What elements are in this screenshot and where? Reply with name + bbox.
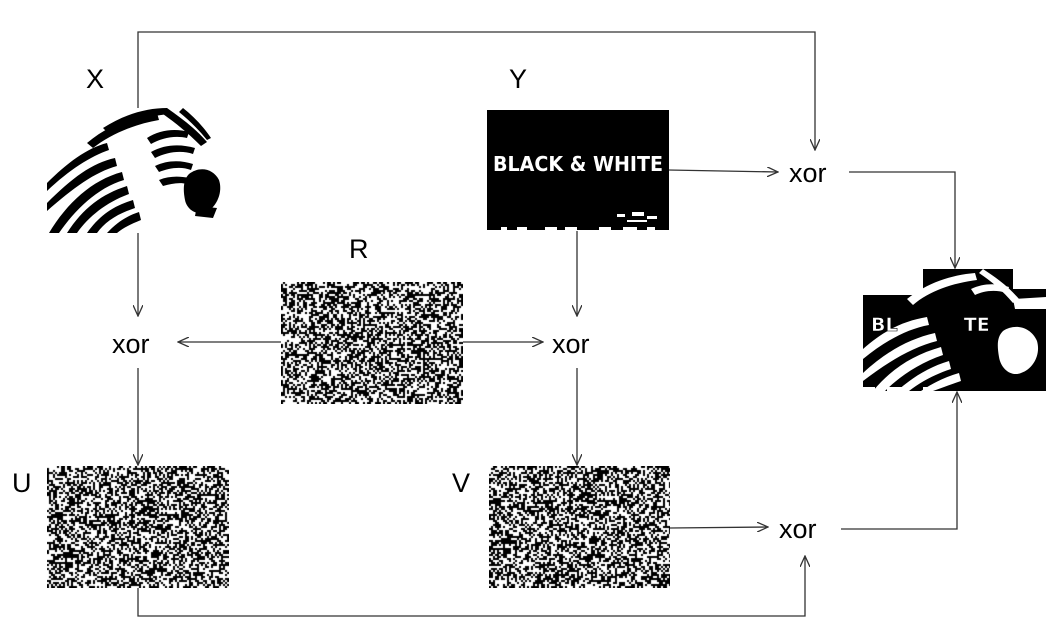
arrow-y-to-top-xor [667,170,778,172]
image-v-share [489,466,670,588]
image-x-zebra [47,108,221,233]
arrow-bottom-xor-to-result [841,392,957,530]
xor-left: xor [112,329,150,359]
arrow-top-xor-to-result [849,171,955,268]
arrow-u-to-bottom-xor [137,556,805,617]
label-v: V [452,468,471,498]
label-r: R [349,234,369,264]
image-r-random-noise [281,282,463,404]
xor-middle: xor [552,329,590,359]
label-u: U [12,468,32,498]
arrow-x-to-top-xor [137,31,815,150]
image-y-black-and-white: BLACK & WHITE [487,110,669,231]
y-image-text: BLACK & WHITE [493,152,663,176]
xor-bottom: xor [779,514,817,544]
image-u-share [47,466,229,588]
label-y: Y [509,64,528,94]
image-xor-result: BL TE [863,269,1046,391]
result-image-text: BL TE [871,314,990,336]
xor-top: xor [789,158,827,188]
label-x: X [86,64,105,94]
arrow-v-to-bottom-xor [669,527,768,528]
